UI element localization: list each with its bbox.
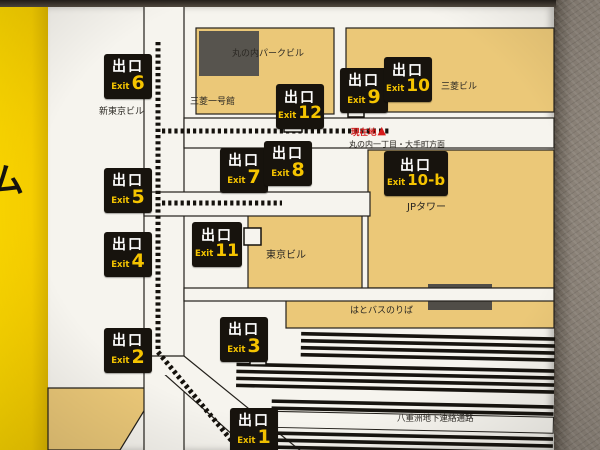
label-mitsubishi-ichigokan: 三菱一号館 xyxy=(190,97,236,107)
exit-number: 1 xyxy=(257,426,271,449)
label-shin-tokyo-building: 新東京ビル xyxy=(99,107,145,117)
exit-number: 10 xyxy=(406,76,430,97)
exit-number: 3 xyxy=(247,335,261,358)
exit-word-label: Exit xyxy=(347,96,366,107)
exit-kanji-label: 出口 xyxy=(112,59,144,76)
exit-number: 10-b xyxy=(407,171,446,189)
exit-kanji-label: 出口 xyxy=(112,173,144,190)
exit-word-label: Exit xyxy=(111,196,130,207)
exit-word-label: Exit xyxy=(386,178,406,188)
current-location-triangle-icon: ▲ xyxy=(377,123,386,137)
exit-number: 9 xyxy=(367,86,381,109)
label-jp-tower: JPタワー xyxy=(407,202,446,213)
exit-word-label: Exit xyxy=(278,111,297,122)
exit-number: 4 xyxy=(131,250,145,273)
exit-number: 7 xyxy=(247,166,261,189)
exit-word-label: Exit xyxy=(237,436,256,447)
exit-number: 11 xyxy=(215,241,239,262)
exit-number: 8 xyxy=(291,159,305,182)
exit-kanji-label: 出口 xyxy=(112,237,144,254)
exit-kanji-label: 出口 xyxy=(272,146,304,163)
current-location-label: 現在地 xyxy=(351,128,377,138)
label-mitsubishi-building: 三菱ビル xyxy=(441,82,478,92)
exit-word-label: Exit xyxy=(386,84,405,95)
exit-number: 6 xyxy=(131,72,145,95)
exit-word-label: Exit xyxy=(227,345,246,356)
label-marunouchi-park-building: 丸の内パークビル xyxy=(232,49,305,59)
exit-word-label: Exit xyxy=(111,356,130,367)
exit-word-label: Exit xyxy=(111,82,130,93)
exit-number: 12 xyxy=(298,103,322,124)
exit-word-label: Exit xyxy=(111,260,130,271)
exit-kanji-label: 出口 xyxy=(112,333,144,350)
exit-number: 2 xyxy=(131,346,145,369)
label-yaesu-passage: 八重洲地下連絡通路 xyxy=(397,414,474,424)
label-hato-bus-stop: はとバスのりば xyxy=(350,306,414,316)
current-location-marker: 現在地 ▲ xyxy=(351,123,386,139)
exit-word-label: Exit xyxy=(271,169,290,180)
exit-word-label: Exit xyxy=(227,176,246,187)
label-tokyo-building: 東京ビル xyxy=(266,250,306,261)
sign-top-edge-shadow xyxy=(0,0,556,7)
yellow-side-strip: ム xyxy=(0,0,48,450)
exit-word-label: Exit xyxy=(195,249,214,260)
exit-number: 5 xyxy=(131,186,145,209)
side-strip-partial-text: ム xyxy=(0,161,24,201)
wall-background xyxy=(554,0,600,450)
label-direction-marunouchi-otemachi: 丸の内一丁目・大手町方面 xyxy=(349,140,445,149)
